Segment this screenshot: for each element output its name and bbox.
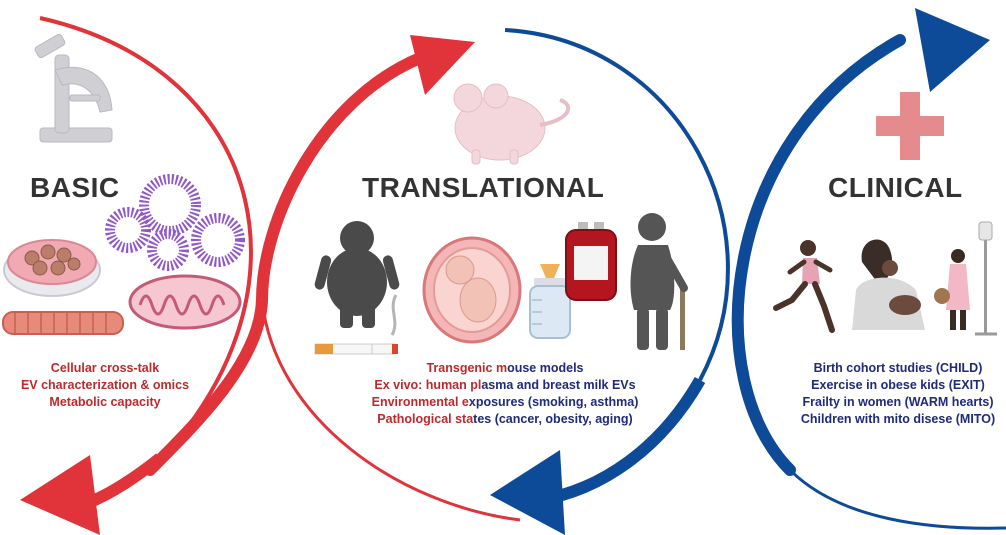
translational-list: Transgenic mouse models Ex vivo: human p… [360,360,650,428]
obese-person-icon [314,221,400,328]
red-cycle-arrow [20,16,521,535]
blood-bag-icon [565,222,617,301]
basic-list: Cellular cross-talk EV characterization … [10,360,200,411]
elderly-person-icon [630,213,688,350]
fetus-icon [422,236,522,344]
child-with-iv-icon [934,221,997,336]
translational-item: Ex vivo: human plasma and breast milk EV… [374,378,636,392]
mouse-icon [453,83,571,165]
clinical-list: Birth cohort studies (CHILD) Exercise in… [792,360,1004,428]
petri-dish-icon [3,239,101,297]
clinical-item: Exercise in obese kids (EXIT) [811,378,985,392]
clinical-title: CLINICAL [828,172,963,203]
baby-bottle-icon [529,264,571,339]
cigarette-icon [314,294,398,355]
microscope-icon [34,33,113,143]
translational-item: Pathological states (cancer, obesity, ag… [377,412,633,426]
clinical-item: Birth cohort studies (CHILD) [813,361,983,375]
blue-cycle-arrow [490,8,1006,535]
clinical-item: Children with mito disese (MITO) [800,412,996,426]
breastfeeding-mother-icon [852,239,925,330]
translational-item: Environmental exposures (smoking, asthma… [371,395,639,409]
basic-item: Metabolic capacity [49,395,161,409]
mitochondrion-icon [128,274,242,330]
medical-cross-icon [876,92,944,160]
translational-item: Transgenic mouse models [426,361,584,375]
translational-title: TRANSLATIONAL [362,172,605,203]
basic-item: Cellular cross-talk [50,361,160,375]
vesicles-icon [105,174,245,271]
muscle-fiber-icon [2,311,124,335]
basic-title: BASIC [30,172,120,203]
basic-item: EV characterization & omics [20,378,190,392]
runner-icon [773,240,835,333]
clinical-item: Frailty in women (WARM hearts) [802,395,994,409]
